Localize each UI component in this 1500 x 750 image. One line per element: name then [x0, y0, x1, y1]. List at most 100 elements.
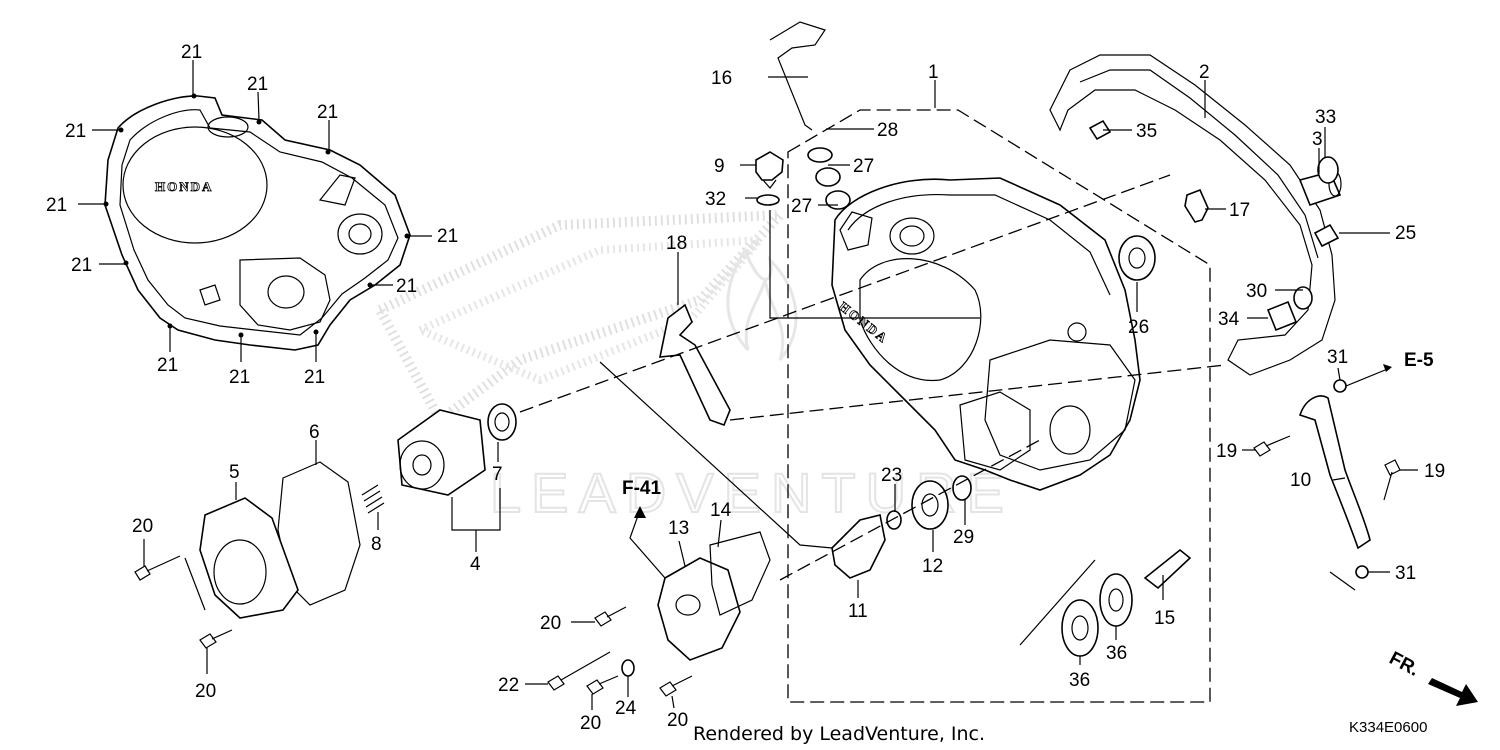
o-ring-30: [1293, 286, 1313, 310]
seal-12-inner: [921, 493, 939, 517]
dowel-25: [1313, 223, 1340, 248]
callout-35: 35: [1136, 121, 1157, 142]
callout-18: 18: [666, 233, 687, 254]
front-direction-label: FR.: [1386, 648, 1423, 681]
clutch-cover-boss-inner: [348, 223, 372, 245]
callout-20c: 20: [540, 613, 561, 634]
bracket-18: [658, 303, 731, 427]
callout-30: 30: [1246, 281, 1267, 302]
bolt-20-d: [586, 675, 619, 695]
seal-7: [487, 403, 517, 441]
gasket-inner-line: [1079, 69, 1319, 259]
callout-19a: 19: [1216, 441, 1237, 462]
clutch-cover-notch: [199, 284, 221, 306]
rod-16: [769, 21, 826, 131]
bearing-36-b: [1099, 573, 1133, 627]
bolt-19-b: [1383, 459, 1401, 501]
filler-cap-9-thread: [762, 179, 777, 189]
crankcase-cover-outline: [831, 177, 1141, 491]
bolt-20-a: [134, 555, 181, 581]
callout-7: 7: [492, 464, 503, 485]
shaft-15: [1143, 548, 1192, 590]
bolt-20-c: [594, 606, 627, 627]
filter-cover-5: [199, 497, 299, 619]
callout-36a: 36: [1069, 670, 1090, 691]
callout-21g: 21: [71, 255, 92, 276]
washer-24: [621, 659, 635, 677]
callout-20d: 20: [580, 713, 601, 734]
seal-7-inner: [494, 412, 510, 432]
clutch-cover-rim: [119, 109, 399, 336]
callout-2: 2: [1199, 62, 1210, 83]
bearing-36-a-inner: [1071, 615, 1089, 641]
callout-23: 23: [881, 465, 902, 486]
callout-3: 3: [1312, 129, 1323, 150]
callout-21b: 21: [247, 74, 268, 95]
callout-28: 28: [877, 120, 898, 141]
callout-25: 25: [1395, 223, 1416, 244]
seal-28: [807, 147, 833, 163]
clutch-cover-bolt-holes: [103, 93, 410, 338]
axis-line-f: [1019, 559, 1096, 646]
front-arrow-icon: [1428, 678, 1478, 706]
right-crankcase-cover: HONDA: [831, 177, 1141, 491]
clutch-cover-arm: [318, 174, 356, 206]
o-ring-14: [709, 531, 771, 616]
callout-21f: 21: [437, 226, 458, 247]
callout-1: 1: [928, 62, 939, 83]
honda-logo-text: HONDA: [155, 179, 213, 194]
callout-11: 11: [848, 601, 868, 622]
bearing-26-inner: [1128, 247, 1146, 269]
e5-arrowhead: [1383, 364, 1392, 372]
callout-19b: 19: [1424, 461, 1445, 482]
washer-23: [886, 510, 902, 530]
callout-5: 5: [229, 462, 240, 483]
callout-24: 24: [615, 698, 637, 719]
crankcase-cover-dome: [859, 258, 982, 382]
callout-33: 33: [1315, 107, 1336, 128]
impeller-11: [831, 514, 886, 579]
axis-line-a: [519, 174, 1171, 413]
bolt-22: [547, 651, 611, 691]
f41-arrowhead: [634, 506, 646, 518]
callout-21d: 21: [65, 121, 86, 142]
axis-line-h: [184, 557, 206, 611]
callout-labels: 1 2 3 4 5 6 7 8 9 10 11 12 13 14 15 16 1…: [46, 42, 1445, 734]
axis-line-b: [729, 364, 1226, 421]
crankcase-cover-boss: [1067, 322, 1087, 342]
bearing-36-b-inner: [1108, 588, 1124, 612]
axis-line-c: [779, 439, 1041, 581]
reference-f41: F-41: [622, 478, 662, 499]
seal-12: [911, 480, 949, 530]
bolt-19-a: [1253, 435, 1291, 457]
callout-20b: 20: [195, 681, 216, 702]
crankcase-cover-pump-seat: [959, 391, 1031, 471]
leader-lines: [78, 60, 1418, 710]
callout-29: 29: [953, 527, 974, 548]
o-ring-31-b: [1355, 565, 1369, 579]
callout-4: 4: [470, 554, 481, 575]
o-ring-32: [756, 194, 780, 206]
clutch-cover-outline: [104, 95, 411, 351]
callout-36b: 36: [1106, 643, 1127, 664]
callout-17: 17: [1229, 200, 1250, 221]
callout-9: 9: [714, 156, 725, 177]
bearing-36-a: [1061, 599, 1099, 657]
crankcase-cover-housing: [984, 339, 1136, 471]
pump-cover-13-port: [675, 594, 701, 616]
callout-26: 26: [1128, 317, 1149, 338]
spring-8: [361, 484, 385, 514]
bolt-20-e: [659, 675, 693, 697]
crankcase-cover-filler: [889, 217, 935, 255]
callout-16: 16: [711, 68, 732, 89]
callout-12: 12: [922, 556, 943, 577]
bearing-26: [1118, 235, 1156, 281]
oil-pipe-10: [1298, 395, 1371, 550]
crankcase-cover-filler-inner: [899, 225, 925, 247]
seal-29: [952, 475, 972, 501]
diagram-code: K334E0600: [1349, 719, 1427, 736]
o-ring-33-main: [1317, 156, 1339, 184]
oil-filter-4-hole: [412, 454, 432, 476]
bolt-20-b: [199, 629, 233, 649]
